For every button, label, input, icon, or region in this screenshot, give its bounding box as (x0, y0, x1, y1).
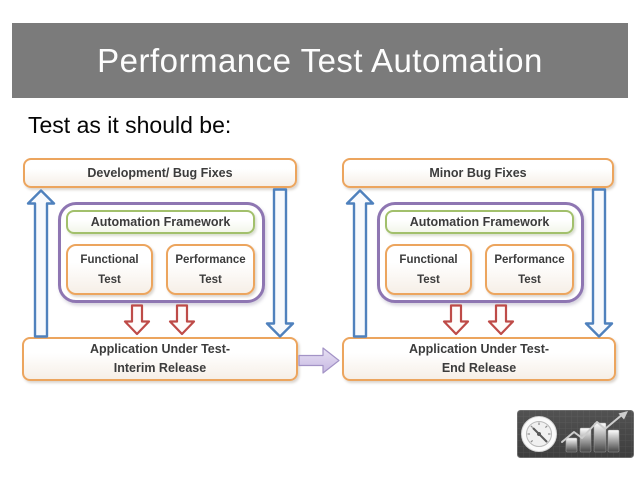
application-under-test-interim-box: Application Under Test- Interim Release (22, 337, 298, 381)
red-down-arrow-icon (168, 304, 196, 336)
performance-test-box: Performance Test (166, 244, 255, 295)
performance-logo (517, 410, 634, 458)
minor-bugfixes-label: Minor Bug Fixes (429, 165, 527, 180)
down-arrow-icon (584, 188, 614, 338)
speedometer-icon (521, 416, 557, 452)
down-arrow-icon (265, 188, 295, 338)
automation-framework-box: Automation Framework (385, 210, 574, 234)
aut-end-label-line2: End Release (441, 361, 517, 375)
red-down-arrow-icon (487, 304, 515, 336)
red-down-arrow-icon (123, 304, 151, 336)
page-title: Performance Test Automation (97, 42, 543, 79)
functional-test-box: Functional Test (66, 244, 153, 295)
performance-test-box: Performance Test (485, 244, 574, 295)
red-down-arrow-icon (442, 304, 470, 336)
automation-framework-label: Automation Framework (409, 214, 550, 229)
functional-test-label-line2: Test (98, 273, 121, 286)
automation-framework-label: Automation Framework (90, 214, 231, 229)
functional-test-label-line1: Functional (80, 253, 139, 266)
bar-chart-icon (561, 411, 628, 453)
slide-subtitle: Test as it should be: (28, 112, 232, 138)
release-transition-arrow-icon (298, 347, 340, 374)
development-bugfixes-label: Development/ Bug Fixes (87, 165, 233, 180)
functional-test-label-line2: Test (417, 273, 440, 286)
performance-test-label-line1: Performance (175, 253, 246, 266)
up-arrow-icon (26, 189, 56, 338)
up-arrow-icon (345, 189, 375, 338)
functional-test-label-line1: Functional (399, 253, 458, 266)
development-bugfixes-box: Development/ Bug Fixes (23, 158, 297, 188)
automation-frame (377, 202, 584, 303)
application-under-test-end-box: Application Under Test- End Release (342, 337, 616, 381)
performance-test-label-line1: Performance (494, 253, 565, 266)
aut-end-label-line1: Application Under Test- (408, 342, 550, 356)
minor-bugfixes-box: Minor Bug Fixes (342, 158, 614, 188)
slide-title-bar: Performance Test Automation (12, 23, 628, 98)
automation-framework-box: Automation Framework (66, 210, 255, 234)
automation-frame (58, 202, 265, 303)
functional-test-box: Functional Test (385, 244, 472, 295)
aut-interim-label-line2: Interim Release (113, 361, 207, 375)
aut-interim-label-line1: Application Under Test- (89, 342, 231, 356)
performance-test-label-line2: Test (518, 273, 541, 286)
performance-test-label-line2: Test (199, 273, 222, 286)
